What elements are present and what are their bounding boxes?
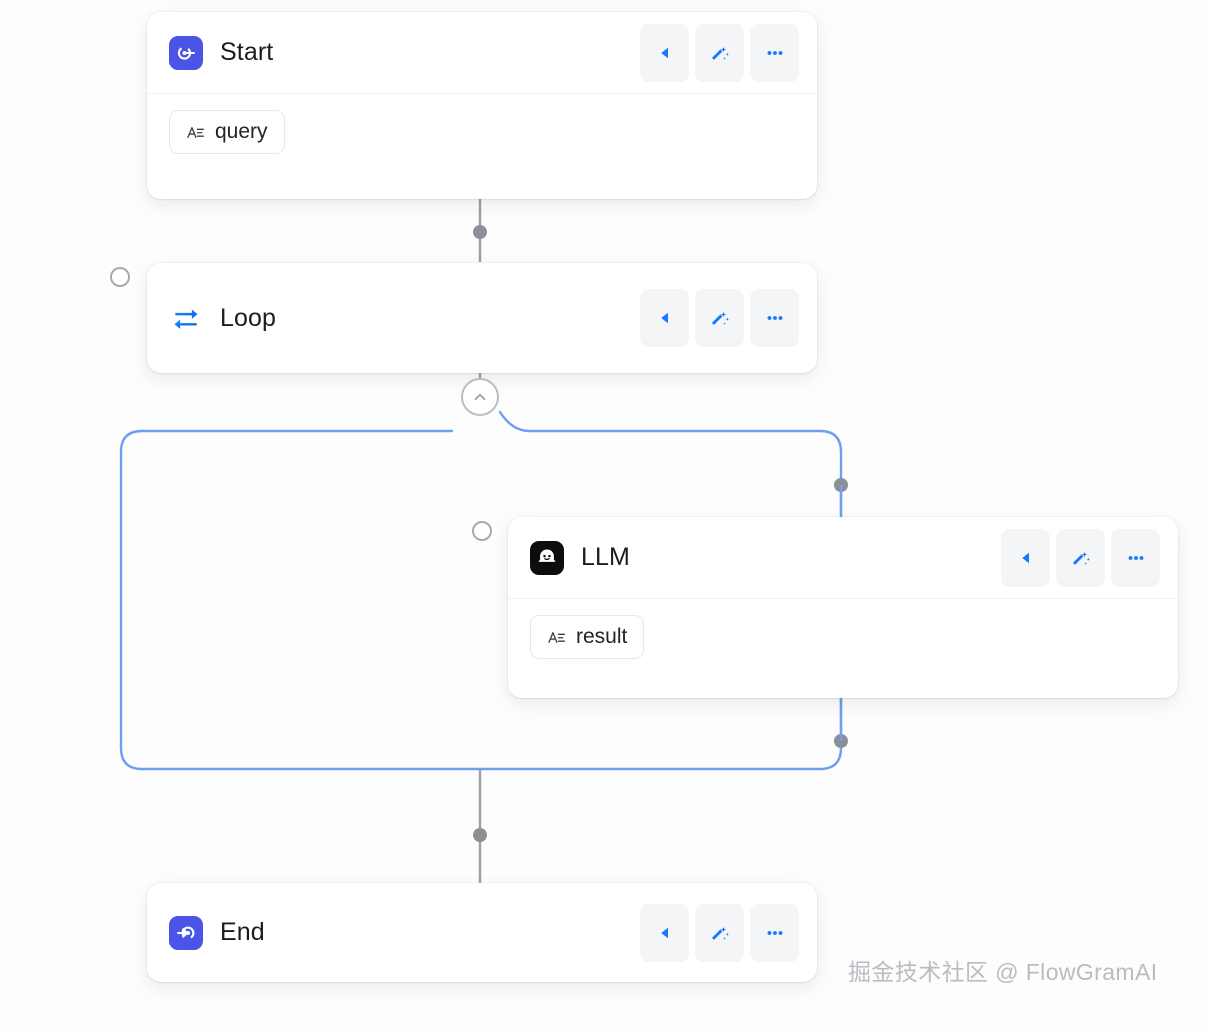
ellipsis-icon xyxy=(767,930,782,935)
more-button[interactable] xyxy=(1111,528,1160,587)
edge-dot-start-loop xyxy=(473,225,487,239)
node-llm-actions xyxy=(1001,528,1160,587)
collapse-button[interactable] xyxy=(640,903,689,962)
output-chip-label: query xyxy=(215,120,268,143)
node-end-header: End xyxy=(147,883,817,982)
ellipsis-icon xyxy=(1128,555,1143,560)
collapse-button[interactable] xyxy=(1001,528,1050,587)
llm-input-port[interactable] xyxy=(472,521,492,541)
chevron-up-icon xyxy=(474,393,486,401)
more-button[interactable] xyxy=(750,903,799,962)
magic-wand-icon xyxy=(711,46,729,60)
node-start-title: Start xyxy=(220,38,274,66)
node-loop[interactable]: Loop xyxy=(147,263,817,373)
more-button[interactable] xyxy=(750,289,799,347)
node-loop-actions xyxy=(640,289,799,347)
magic-button[interactable] xyxy=(695,23,744,82)
edge-dot-loop-end xyxy=(473,828,487,842)
loop-cycle-icon xyxy=(169,301,203,335)
output-chip-query[interactable]: query xyxy=(169,110,285,154)
magic-button[interactable] xyxy=(695,903,744,962)
caret-left-icon xyxy=(660,47,668,58)
caret-left-icon xyxy=(660,927,668,938)
node-start[interactable]: Start xyxy=(147,12,817,199)
magic-button[interactable] xyxy=(1056,528,1105,587)
loop-input-port[interactable] xyxy=(110,267,130,287)
node-end-actions xyxy=(640,903,799,962)
node-start-header: Start xyxy=(147,12,817,94)
end-arrow-icon xyxy=(169,915,203,950)
magic-wand-icon xyxy=(711,926,729,940)
more-button[interactable] xyxy=(750,23,799,82)
node-llm-header: LLM xyxy=(508,517,1178,599)
caret-left-icon xyxy=(660,312,668,324)
node-loop-title: Loop xyxy=(220,303,277,332)
llm-face-icon xyxy=(530,540,564,575)
node-loop-header: Loop xyxy=(147,263,817,373)
loop-border-top-left xyxy=(119,429,454,521)
ellipsis-icon xyxy=(767,316,782,320)
collapse-button[interactable] xyxy=(640,23,689,82)
loop-port-dot-bottom xyxy=(834,734,848,748)
output-chip-label: result xyxy=(576,625,628,648)
magic-button[interactable] xyxy=(695,289,744,347)
node-llm[interactable]: LLM xyxy=(508,517,1178,698)
node-end[interactable]: End xyxy=(147,883,817,982)
node-llm-title: LLM xyxy=(581,543,630,571)
text-type-icon xyxy=(186,123,205,142)
magic-wand-icon xyxy=(711,311,729,325)
watermark-text: 掘金技术社区 @ FlowGramAI xyxy=(848,959,1158,985)
collapse-button[interactable] xyxy=(640,289,689,347)
node-start-actions xyxy=(640,23,799,82)
ellipsis-icon xyxy=(767,50,782,55)
loop-collapse-toggle[interactable] xyxy=(461,378,499,416)
loop-port-dot-top xyxy=(834,478,848,492)
node-end-title: End xyxy=(220,918,265,946)
node-start-body: query xyxy=(147,94,817,176)
output-chip-result[interactable]: result xyxy=(530,615,645,659)
magic-wand-icon xyxy=(1072,551,1090,565)
node-llm-body: result xyxy=(508,599,1178,681)
caret-left-icon xyxy=(1021,552,1029,563)
start-flag-icon xyxy=(169,35,203,70)
text-type-icon xyxy=(547,628,566,647)
